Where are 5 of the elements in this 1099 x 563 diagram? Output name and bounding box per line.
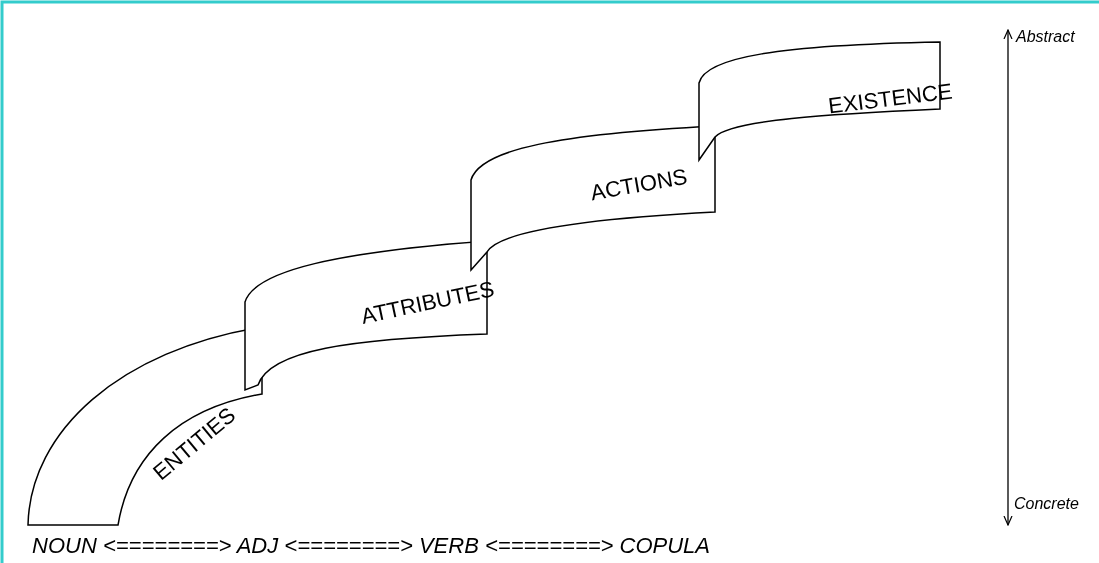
band-label: EXISTENCE bbox=[826, 78, 954, 120]
axis-label: Abstract bbox=[1016, 28, 1075, 46]
band-label: ACTIONS bbox=[588, 163, 690, 207]
axis-label: Concrete bbox=[1014, 495, 1079, 513]
word-class-scale: NOUN <========> ADJ <========> VERB <========> COPULA bbox=[32, 533, 710, 559]
